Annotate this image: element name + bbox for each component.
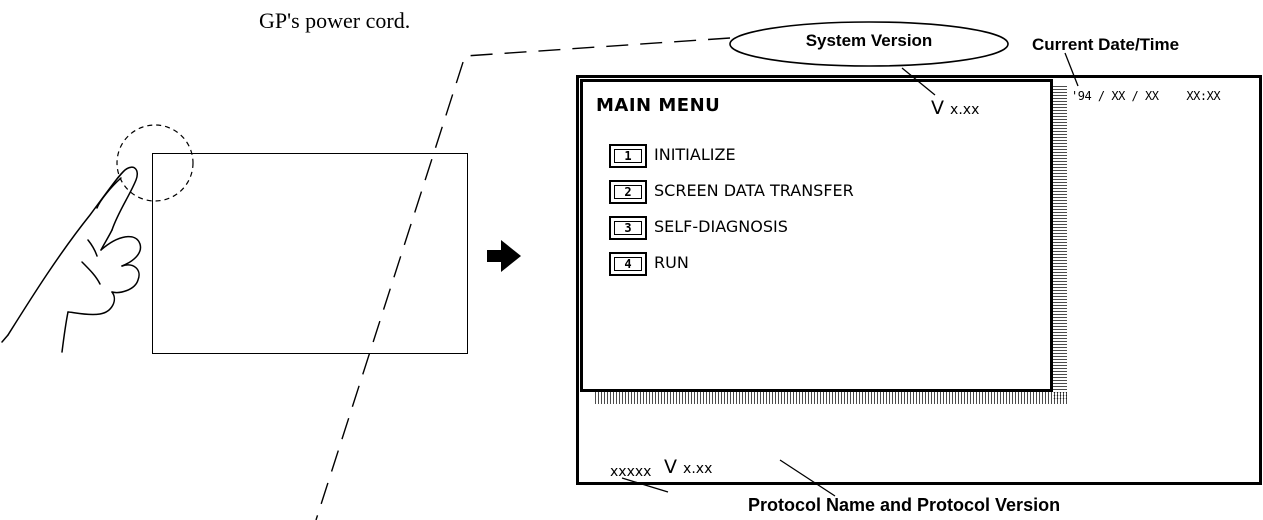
version-prefix: V [931,97,944,119]
intro-text: GP's power cord. [259,8,411,33]
right-arrow-icon [487,240,521,272]
menu-key-number: 4 [614,257,642,271]
system-version-callout: System Version [805,31,933,50]
current-date-time-callout: Current Date/Time [1032,35,1180,54]
menu-key-number: 2 [614,185,642,199]
system-version-value: V x.xx [931,97,979,119]
menu-key-number: 1 [614,149,642,163]
date-display: '94 / XX / XX [1071,89,1159,103]
window-shadow-bottom [595,392,1067,404]
window-shadow-right [1053,86,1067,399]
menu-item-label: INITIALIZE [654,145,736,164]
menu-key-number: 3 [614,221,642,235]
date-time-display: '94 / XX / XX XX:XX [1071,89,1221,103]
menu-key[interactable]: 1 [609,144,647,168]
main-menu-window [580,79,1053,392]
menu-key[interactable]: 4 [609,252,647,276]
version-number: x.xx [950,102,980,118]
menu-key[interactable]: 2 [609,180,647,204]
hand-touch-icon [1,166,142,353]
protocol-version-number: x.xx [683,461,713,477]
time-display: XX:XX [1186,89,1221,103]
menu-key[interactable]: 3 [609,216,647,240]
menu-item-label: SCREEN DATA TRANSFER [654,181,854,200]
protocol-name: xxxxx [610,464,652,480]
protocol-version: V x.xx [664,456,712,478]
protocol-version-prefix: V [664,456,677,478]
menu-item-label: SELF-DIAGNOSIS [654,217,788,236]
menu-item-label: RUN [654,253,689,272]
touch-panel [152,153,468,354]
menu-title: MAIN MENU [596,95,721,116]
protocol-callout: Protocol Name and Protocol Version [748,495,1061,515]
